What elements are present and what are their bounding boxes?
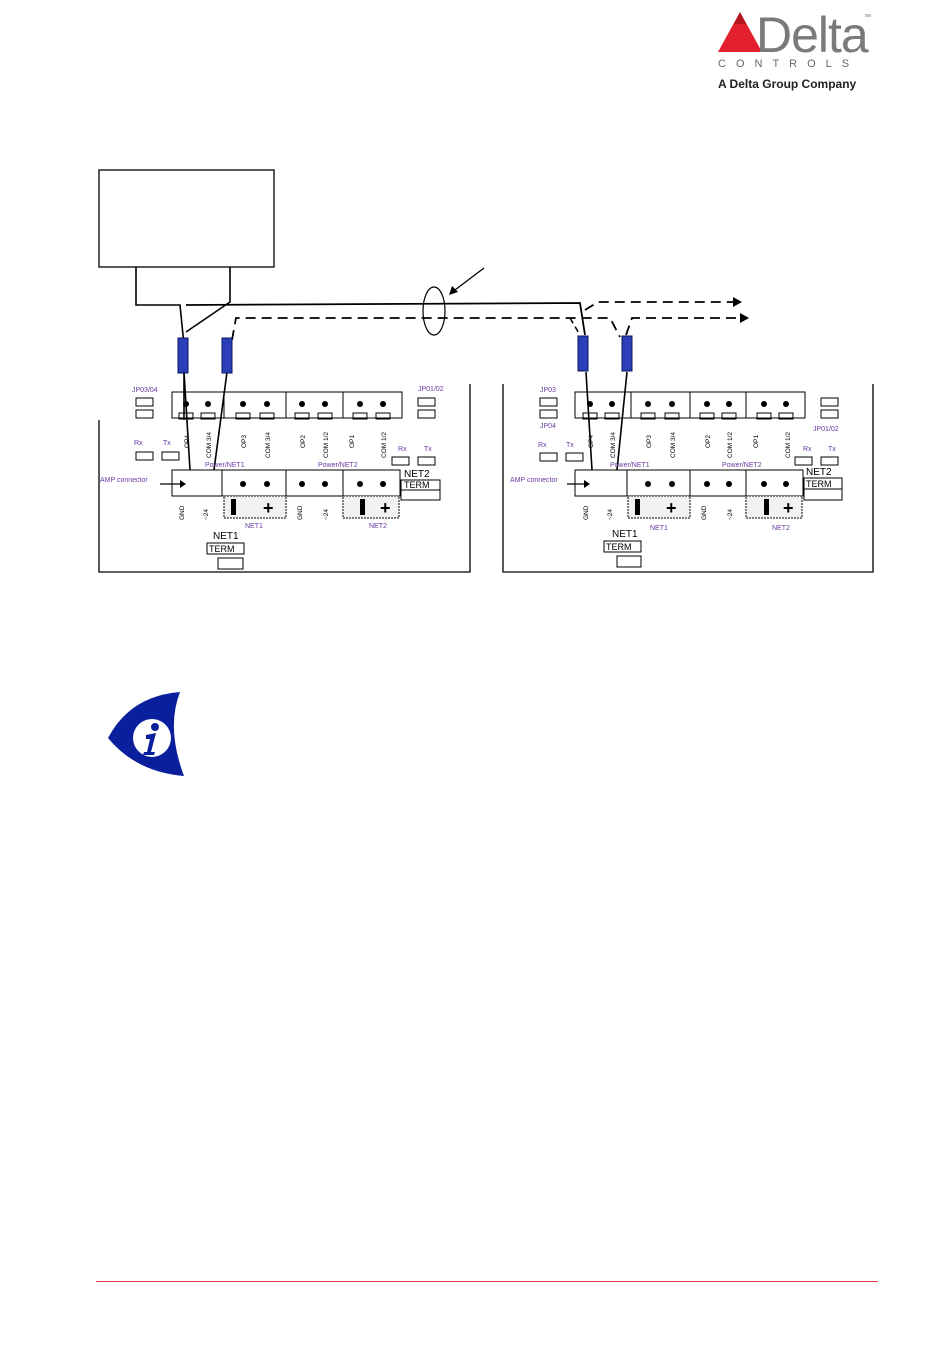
twisted-pair-indicator xyxy=(422,286,446,336)
power-net1-label: Power/NET1 xyxy=(610,462,650,469)
terminal-label: COM 3/4 xyxy=(610,432,617,458)
callout-pointer xyxy=(450,267,485,294)
wire-solid-left xyxy=(135,267,185,420)
power-net2-label: Power/NET2 xyxy=(318,462,358,469)
net1-title: NET1 xyxy=(612,529,638,540)
terminal-label: COM 3/4 xyxy=(206,432,213,458)
ferrite-bead xyxy=(177,337,189,374)
plus-sign: + xyxy=(380,498,391,518)
v24-label: ~24 xyxy=(607,509,614,520)
rx-label: Rx xyxy=(398,446,407,453)
power-net1-label: Power/NET1 xyxy=(205,462,245,469)
net2-title: NET2 xyxy=(806,467,832,478)
terminal-label: COM 1/2 xyxy=(727,432,734,458)
v24-label: ~24 xyxy=(727,509,734,520)
net1-title: NET1 xyxy=(213,531,239,542)
power-net2-label: Power/NET2 xyxy=(722,462,762,469)
terminal-label: COM 3/4 xyxy=(670,432,677,458)
arrow-head-bottom xyxy=(740,313,749,323)
brand-sub: CONTROLS xyxy=(718,58,860,70)
plus-sign: + xyxy=(666,498,677,518)
wiring-diagram: JP03/04 JP01/02 OP4 COM 3/4 OP3 COM 3/4 xyxy=(98,169,874,573)
ferrite-bead xyxy=(577,335,589,372)
terminal-label: COM 1/2 xyxy=(381,432,388,458)
jumper-label: JP04 xyxy=(540,423,556,430)
callout-arrowhead xyxy=(449,286,458,295)
terminal-label: OP2 xyxy=(705,435,712,448)
gnd-label: GND xyxy=(701,505,708,520)
amp-connector-label: AMP connector xyxy=(100,477,148,484)
arrow-head-top xyxy=(733,297,742,307)
tx-label: Tx xyxy=(424,446,432,453)
delta-triangle-icon xyxy=(718,12,762,52)
network-wire-solid xyxy=(185,302,586,336)
term-label: TERM xyxy=(606,542,632,552)
ferrite-bead xyxy=(221,337,233,374)
terminal-label: COM 1/2 xyxy=(785,432,792,458)
wire-down-right-1 xyxy=(585,371,593,471)
rx-label: Rx xyxy=(134,440,143,447)
v24-label: ~24 xyxy=(323,509,330,520)
term-label: TERM xyxy=(806,479,832,489)
term-label: TERM xyxy=(209,544,235,554)
net2-label: NET2 xyxy=(772,525,790,532)
v24-label: ~24 xyxy=(203,509,210,520)
continuation-solid-dashed xyxy=(584,301,735,311)
wire-down-left-2 xyxy=(213,371,228,471)
net1-label: NET1 xyxy=(245,523,263,530)
delta-controls-logo: Delta ™ CONTROLS A Delta Group Company xyxy=(712,7,872,96)
terminal-label: OP3 xyxy=(646,435,653,448)
footer-rule xyxy=(96,1281,878,1282)
gnd-label: GND xyxy=(297,505,304,520)
terminal-label: COM 3/4 xyxy=(265,432,272,458)
rx-label: Rx xyxy=(803,446,812,453)
ferrite-bead xyxy=(621,335,633,372)
brand-name: Delta xyxy=(756,7,869,63)
rx-label: Rx xyxy=(538,442,547,449)
external-device-box xyxy=(98,169,275,268)
terminal-label: OP1 xyxy=(753,435,760,448)
jumper-label: JP01/02 xyxy=(813,426,839,433)
plus-sign: + xyxy=(783,498,794,518)
wire-down-left-1 xyxy=(183,371,191,471)
controller-board-right: JP03 JP04 JP01/02 OP4 COM 3/4 OP3 COM 3/… xyxy=(502,384,874,573)
jumper-label: JP01/02 xyxy=(418,386,444,393)
controller-board-left: JP03/04 JP01/02 OP4 COM 3/4 OP3 COM 3/4 xyxy=(98,384,471,573)
terminal-label: OP1 xyxy=(349,435,356,448)
trademark: ™ xyxy=(864,14,871,21)
gnd-label: GND xyxy=(179,505,186,520)
tx-label: Tx xyxy=(163,440,171,447)
net2-title: NET2 xyxy=(404,469,430,480)
gnd-label: GND xyxy=(583,505,590,520)
terminal-label: OP3 xyxy=(241,435,248,448)
plus-sign: + xyxy=(263,498,274,518)
terminal-label: COM 1/2 xyxy=(323,432,330,458)
continuation-dashed xyxy=(625,317,742,336)
net2-label: NET2 xyxy=(369,523,387,530)
terminal-label: OP2 xyxy=(300,435,307,448)
amp-connector-label: AMP connector xyxy=(510,477,558,484)
tx-label: Tx xyxy=(828,446,836,453)
terminal-label: OP4 xyxy=(588,435,595,448)
jumper-label: JP03/04 xyxy=(132,387,158,394)
wire-join xyxy=(569,317,581,336)
wire-device-right xyxy=(185,267,231,333)
brand-tagline: A Delta Group Company xyxy=(718,77,857,91)
jumper-label: JP03 xyxy=(540,387,556,394)
network-wire-dashed xyxy=(231,317,621,341)
terminal-label: OP4 xyxy=(184,435,191,448)
info-eye-icon xyxy=(108,692,184,776)
term-label: TERM xyxy=(404,480,430,490)
tx-label: Tx xyxy=(566,442,574,449)
wire-down-right-2 xyxy=(616,371,628,471)
net1-label: NET1 xyxy=(650,525,668,532)
